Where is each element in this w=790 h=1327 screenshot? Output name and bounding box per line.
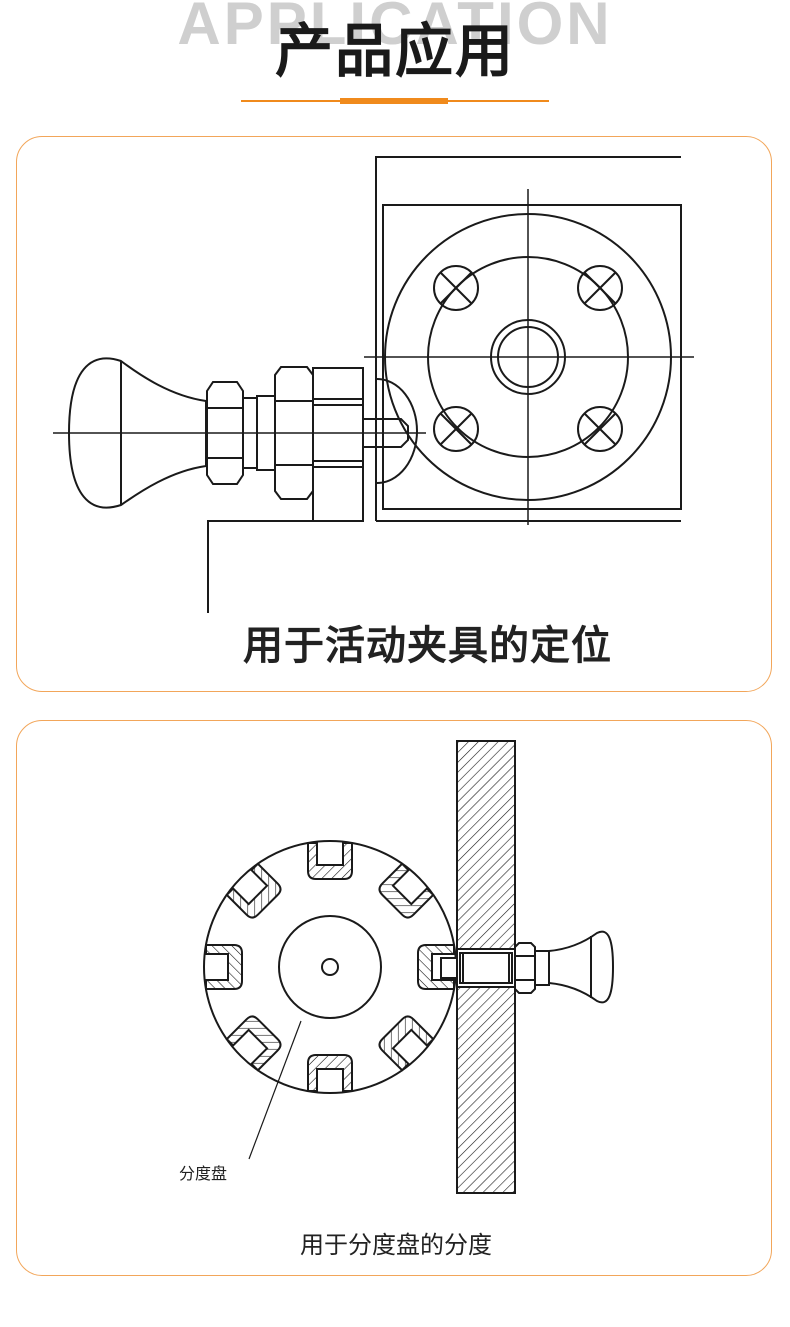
application-card-dividing-disc: 分度盘 用于分度盘的分度	[16, 720, 772, 1276]
card-caption: 用于分度盘的分度	[300, 1231, 492, 1259]
card-caption: 用于活动夹具的定位	[243, 623, 612, 669]
fixture-illustration	[53, 156, 694, 613]
disc-label: 分度盘	[179, 1164, 228, 1183]
application-card-fixture: 用于活动夹具的定位	[16, 136, 772, 692]
page-title: 产品应用	[274, 17, 515, 85]
title-underline-accent	[340, 98, 448, 104]
dividing-disc-illustration	[203, 740, 615, 1194]
background-word: APPLICATION	[177, 0, 613, 57]
header: APPLICATION 产品应用	[0, 0, 790, 120]
